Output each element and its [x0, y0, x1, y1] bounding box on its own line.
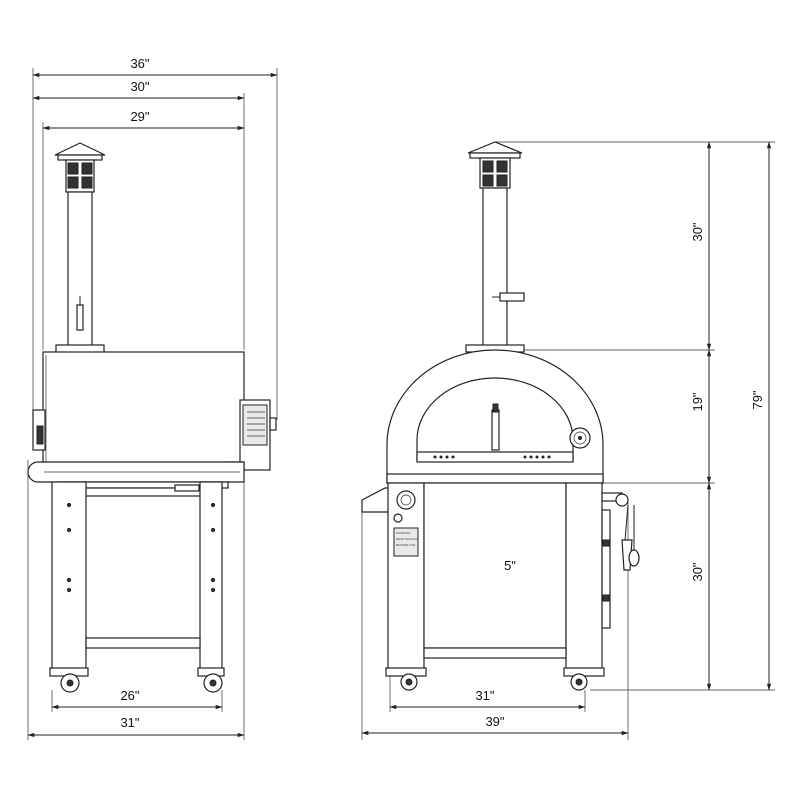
dim-79-label: 79" — [750, 390, 765, 409]
dim-39-label: 39" — [485, 714, 504, 729]
dim-5-label: 5" — [504, 558, 516, 573]
front-view: WARNING READ MANUAL BEFORE USE 30" 19" — [361, 141, 775, 740]
side-view: 36" 30" 29" 26" 31" — [27, 56, 278, 740]
svg-text:READ MANUAL: READ MANUAL — [396, 537, 418, 541]
front-dome — [386, 349, 604, 484]
side-oven-body — [32, 351, 277, 473]
dim-29-label: 29" — [130, 109, 149, 124]
svg-text:WARNING: WARNING — [396, 531, 411, 535]
svg-text:BEFORE USE: BEFORE USE — [396, 543, 415, 547]
dim-30-stand-label: 30" — [690, 562, 705, 581]
dim-26-label: 26" — [120, 688, 139, 703]
dim-30-chimney-label: 30" — [690, 222, 705, 241]
dim-30-label: 30" — [130, 79, 149, 94]
front-chimney — [465, 141, 525, 353]
dim-36-label: 36" — [130, 56, 149, 71]
dim-31-front-label: 31" — [475, 688, 494, 703]
side-stand — [49, 481, 225, 693]
front-stand: WARNING READ MANUAL BEFORE USE — [361, 482, 640, 691]
side-chimney — [54, 142, 106, 354]
dim-19-label: 19" — [690, 392, 705, 411]
dim-31-label: 31" — [120, 715, 139, 730]
